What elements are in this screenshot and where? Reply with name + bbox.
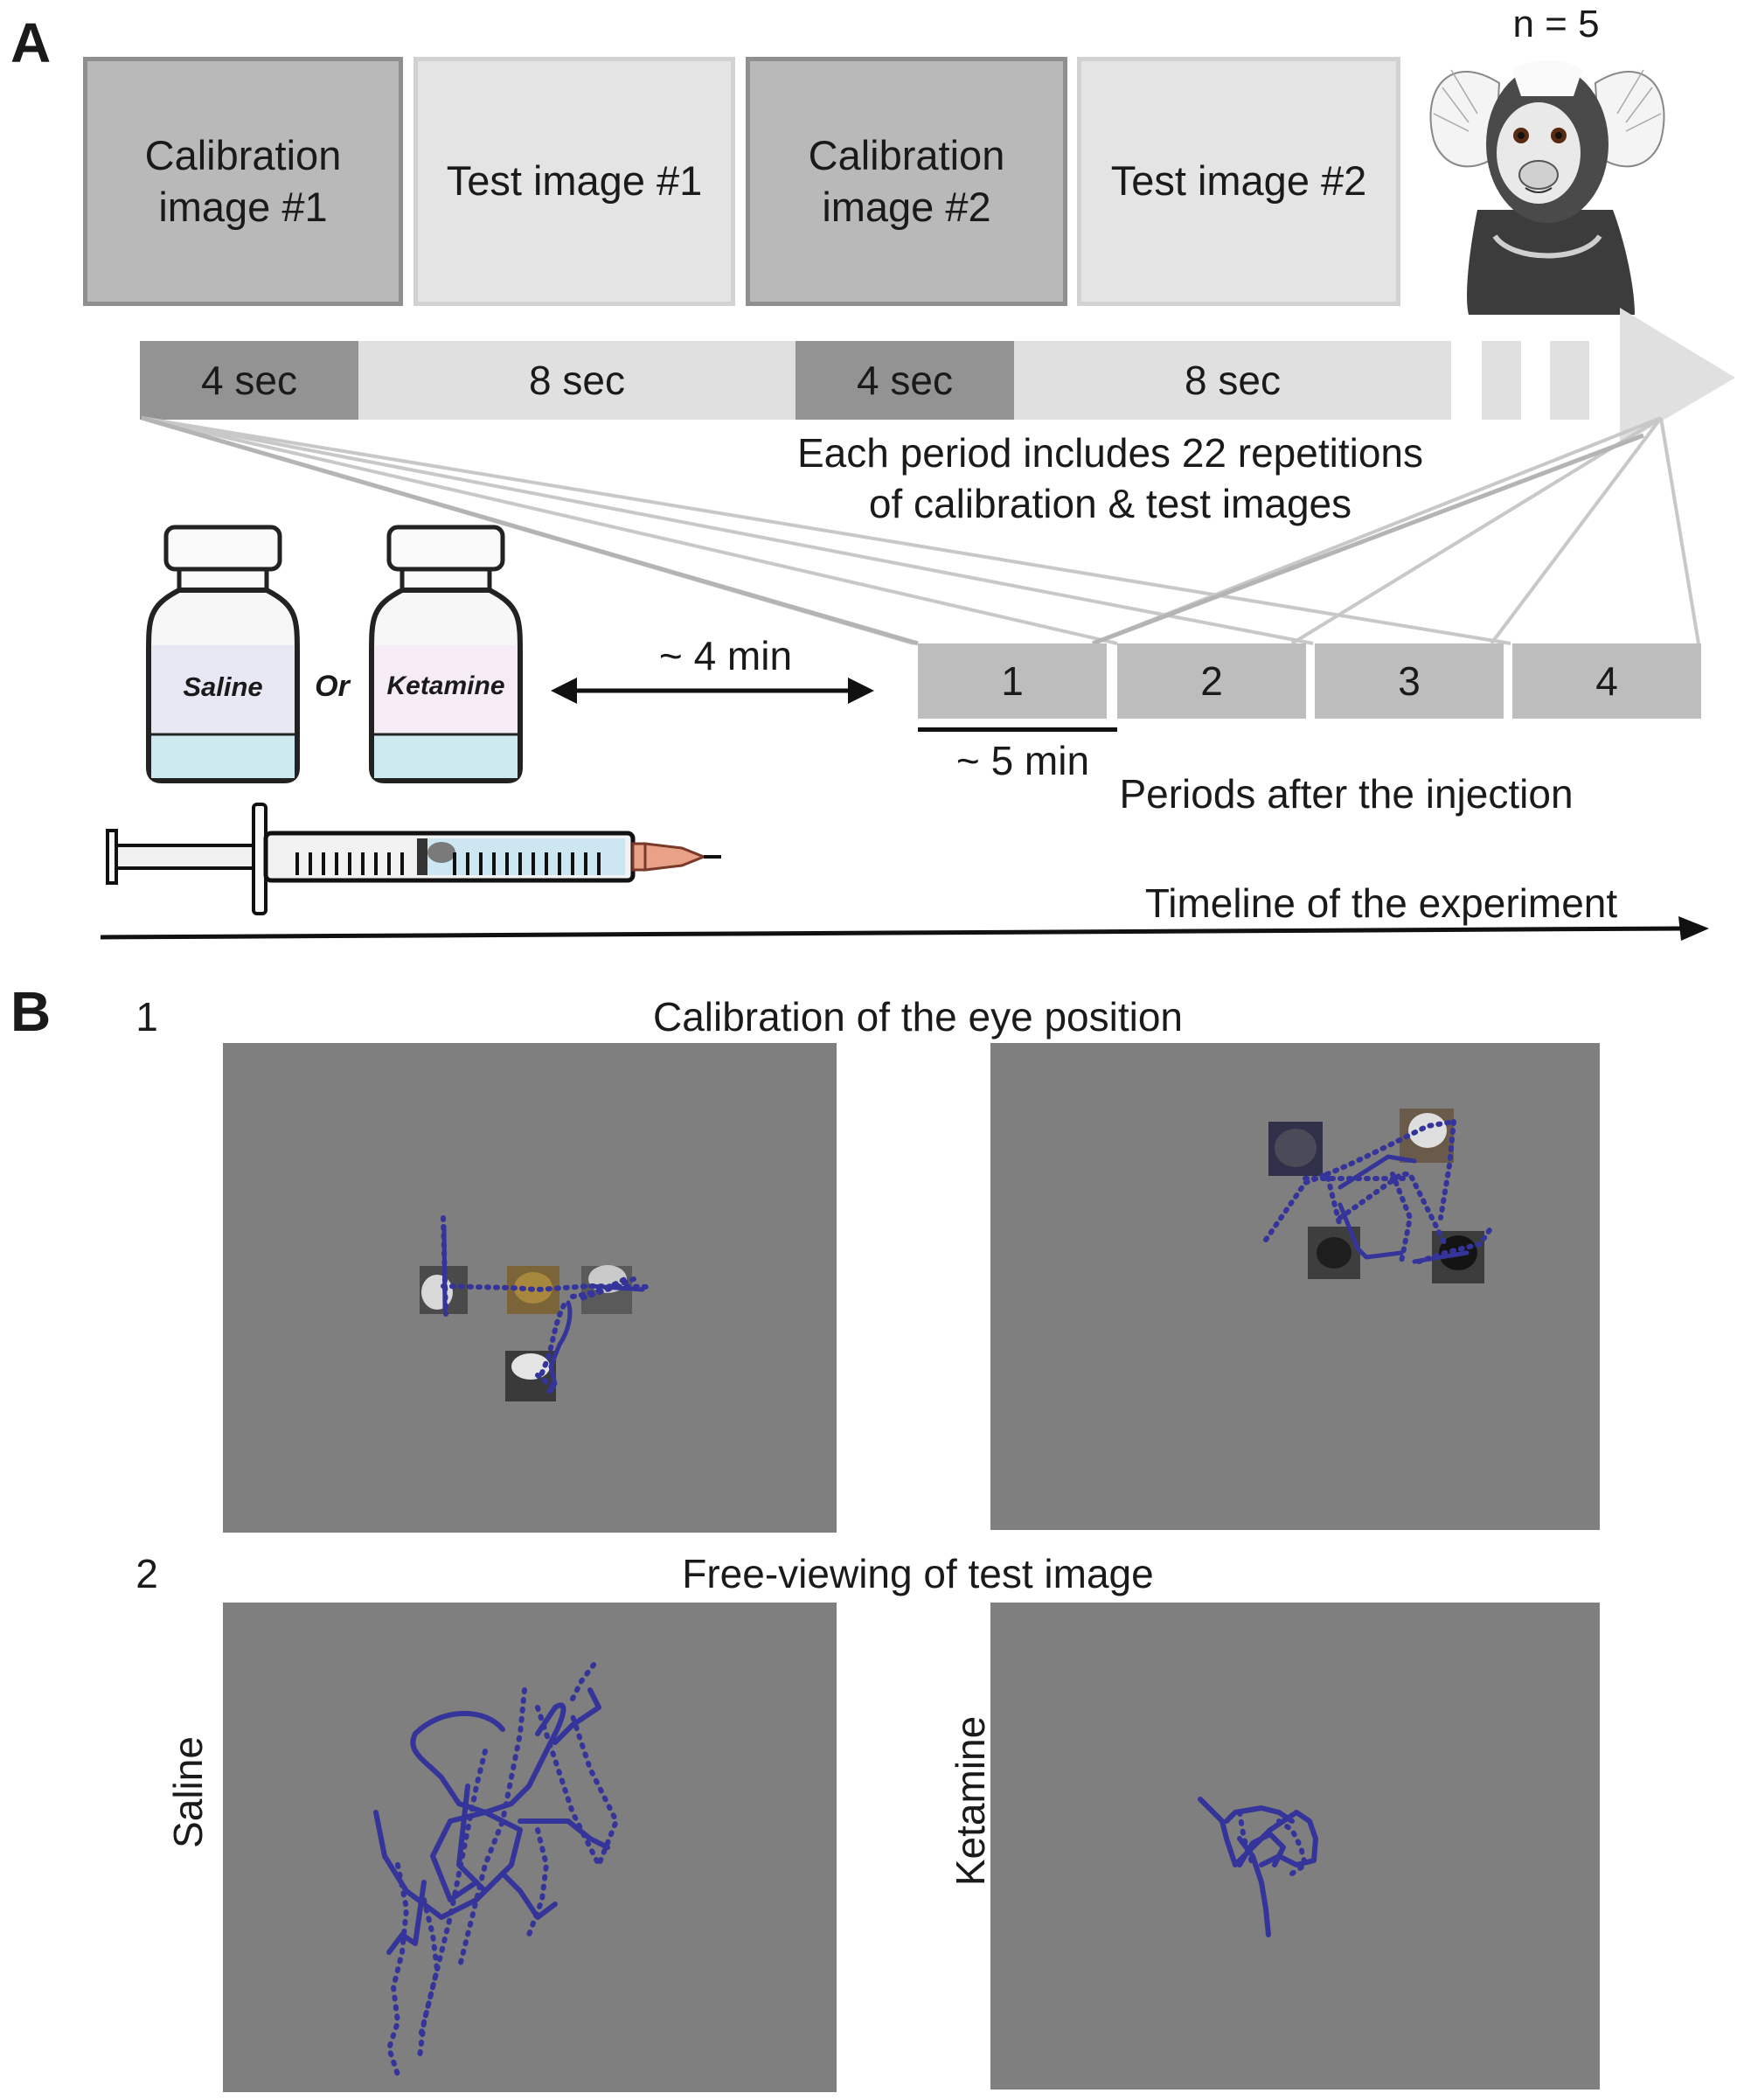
delay-label: ~ 4 min [658,633,793,678]
free-viewing-trace-saline [373,1661,620,2077]
free-viewing-plot-saline [223,1603,837,2092]
period-3: 3 [1315,643,1504,719]
ketamine-vial-label: Ketamine [386,671,505,700]
periods-caption: Periods after the injection [1119,771,1574,817]
period-duration-bar [918,727,1117,732]
calibration-image-2-label: Calibration image #2 [808,131,1005,230]
ketamine-row-label-text: Ketamine [948,1715,993,1887]
calibration-plot-left [223,1043,837,1533]
calibration-image-1-label: Calibration image #1 [144,131,342,230]
repetition-note-line-2: of calibration & test images [868,481,1352,526]
panel-letter-a: A [10,11,52,74]
saline-vial-label: Saline [183,671,263,702]
timeline-segment-3-label: 4 sec [857,358,953,403]
panel-letter-b: B [10,980,52,1043]
syringe-icon [106,803,721,915]
vial-icon [146,525,300,783]
row-1-title: Calibration of the eye position [652,994,1184,1040]
repetition-note-line-1: Each period includes 22 repetitions [796,430,1423,476]
timeline-arrowhead [1620,308,1735,446]
timeline-segment-2: 8 sec [358,341,796,420]
timeline-segment-2-label: 8 sec [529,358,625,403]
marmoset-icon [1429,59,1665,315]
experiment-timeline-label: Timeline of the experiment [1144,880,1618,926]
calibration-image-2-box: Calibration image #2 [746,57,1067,306]
timeline-continuation-1 [1482,341,1521,420]
row-1-number: 1 [135,994,158,1040]
period-2: 2 [1117,643,1306,719]
timeline-segment-1-label: 4 sec [201,358,297,403]
free-viewing-trace-ketamine [1198,1797,1318,1937]
period-2-label: 2 [1200,658,1223,704]
needle-line [721,855,730,860]
calibration-trace-right [1263,1109,1496,1283]
delay-double-arrow [551,678,874,704]
ketamine-row-label: Ketamine [944,1716,997,1886]
timeline-segment-4: 8 sec [1014,341,1451,420]
timeline-segment-3: 4 sec [796,341,1014,420]
row-2-title: Free-viewing of test image [682,1551,1154,1596]
or-label: Or [315,670,350,703]
test-image-2-box: Test image #2 [1077,57,1400,306]
period-4: 4 [1512,643,1701,719]
saline-row-label: Saline [162,1736,214,1848]
test-image-2-label: Test image #2 [1110,157,1367,205]
vial-icon [369,525,523,783]
period-4-label: 4 [1595,658,1618,704]
period-3-label: 3 [1398,658,1421,704]
free-viewing-plot-ketamine [990,1603,1600,2090]
calibration-plot-right [990,1043,1600,1530]
row-2-number: 2 [135,1551,158,1596]
saline-row-label-text: Saline [165,1736,211,1848]
timeline-segment-1: 4 sec [140,341,358,420]
n-label: n = 5 [1512,3,1600,45]
test-image-1-label: Test image #1 [446,157,703,205]
calibration-image-1-box: Calibration image #1 [83,57,403,306]
period-1: 1 [918,643,1107,719]
period-duration-label: ~ 5 min [955,738,1090,783]
experiment-timeline-arrow [100,916,1709,941]
timeline-continuation-2 [1550,341,1589,420]
calibration-trace-left [420,1215,654,1401]
period-1-label: 1 [1001,658,1024,704]
timeline-fan-lines [141,308,1735,646]
timeline-segment-4-label: 8 sec [1185,358,1281,403]
test-image-1-box: Test image #1 [413,57,735,306]
